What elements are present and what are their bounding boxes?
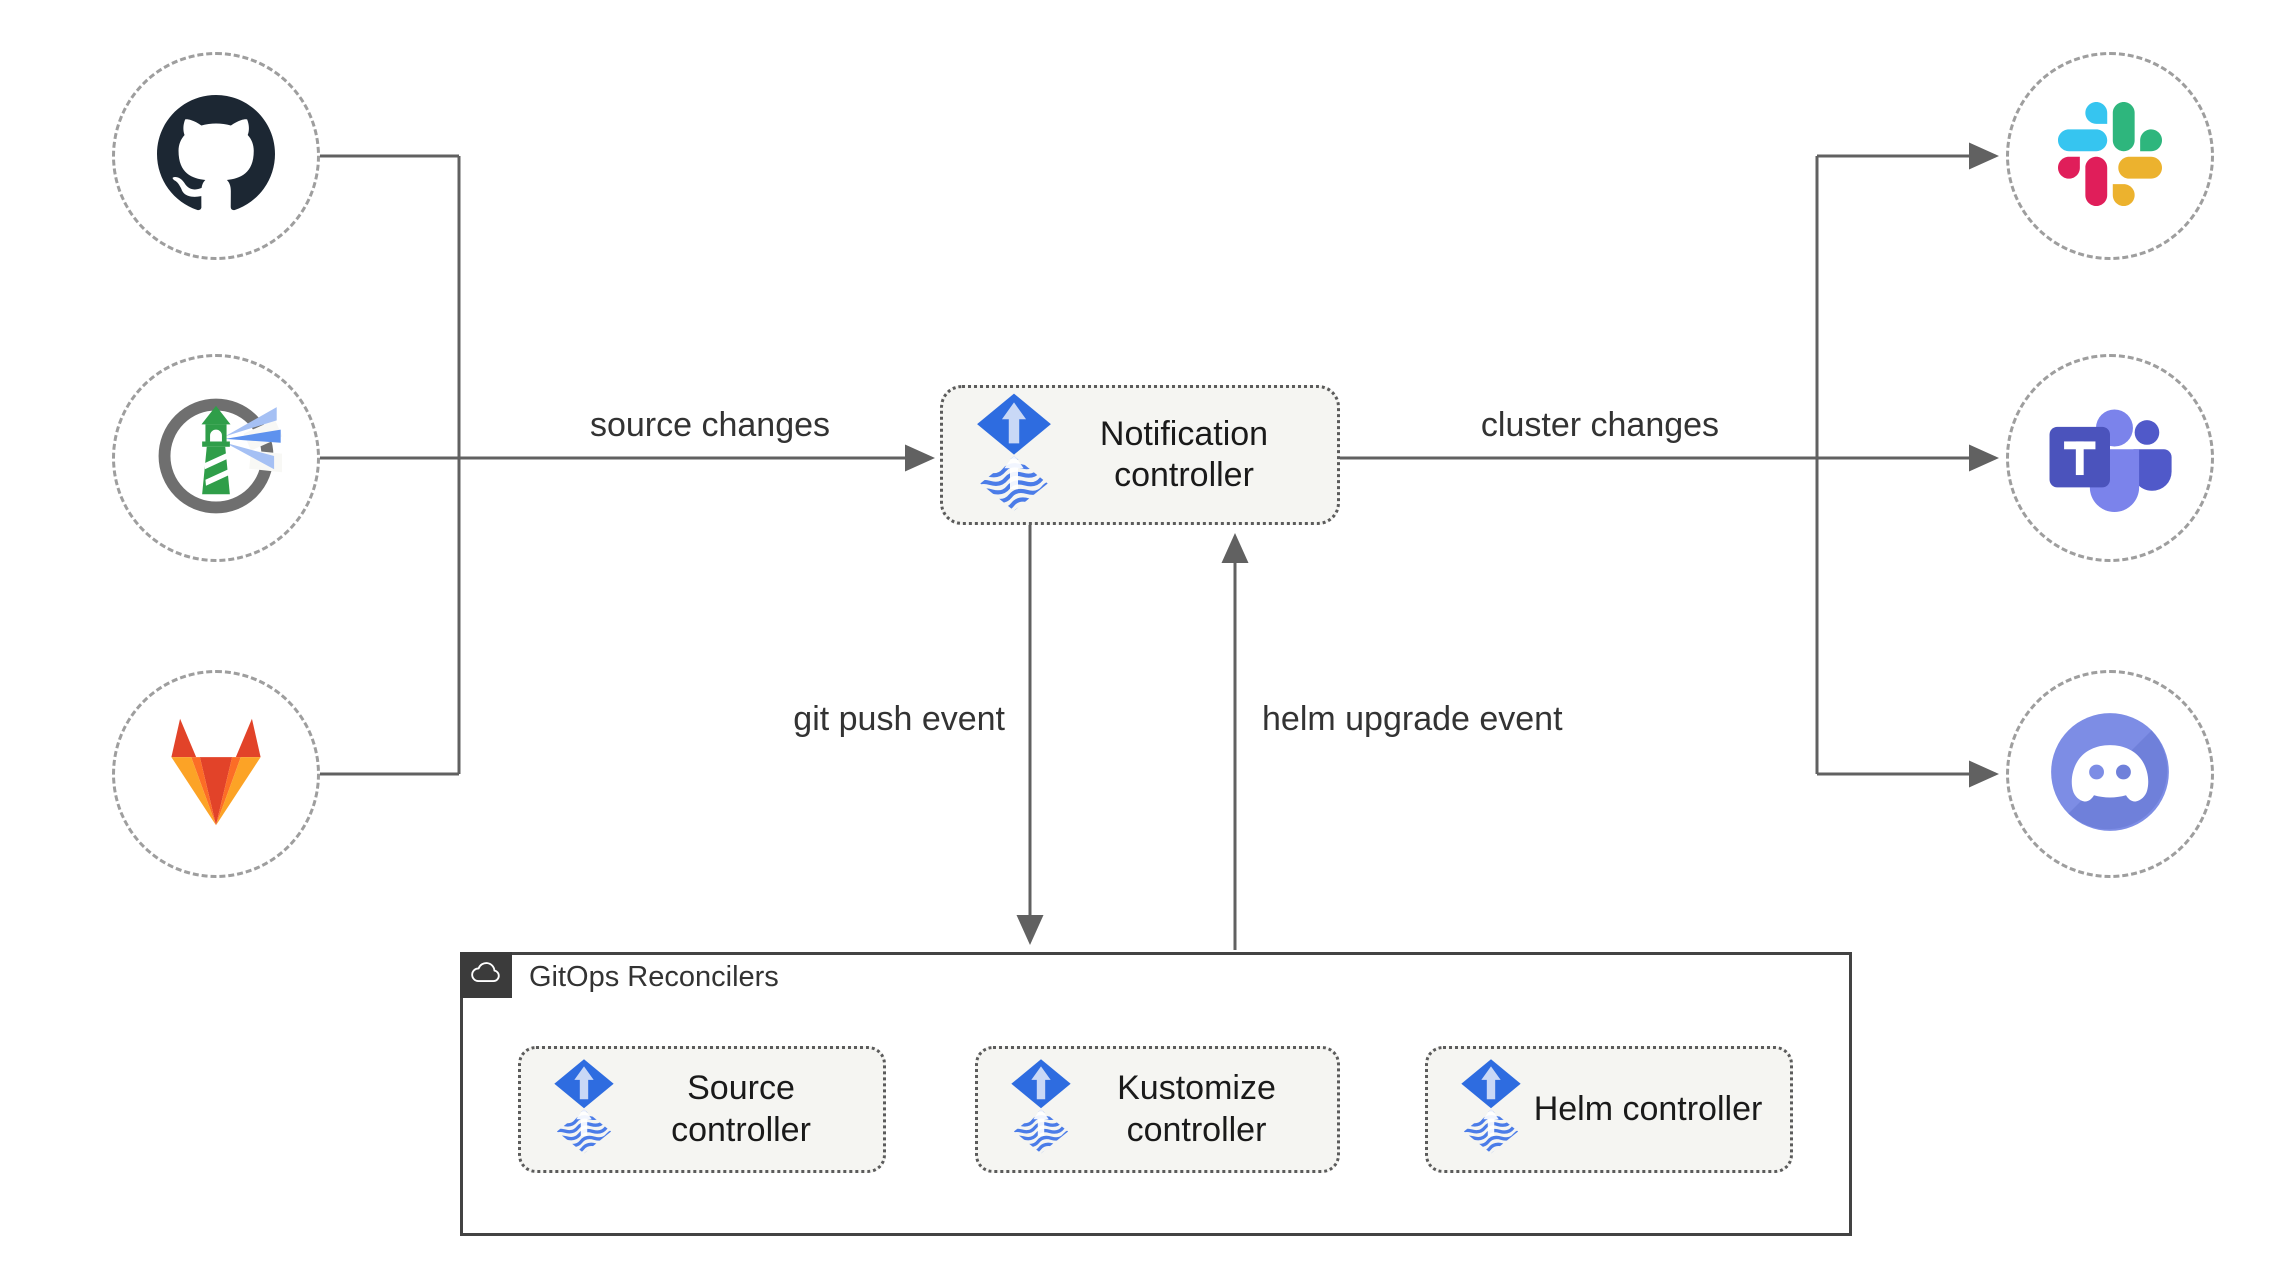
flux-icon <box>978 1058 1074 1161</box>
flux-icon <box>1428 1058 1524 1161</box>
source-controller-node: Source controller <box>518 1046 886 1173</box>
kustomize-controller-node: Kustomize controller <box>975 1046 1340 1173</box>
source-node-harbor <box>112 354 320 562</box>
edge-label-cluster-changes: cluster changes <box>1480 406 1720 444</box>
source-node-github <box>112 52 320 260</box>
source-node-gitlab <box>112 670 320 878</box>
edge-label-helm-upgrade-event: helm upgrade event <box>1262 700 1563 738</box>
github-icon <box>157 95 275 218</box>
helm-controller-node: Helm controller <box>1425 1046 1793 1173</box>
helm-controller-label: Helm controller <box>1533 1089 1763 1128</box>
flux-icon <box>943 392 1055 519</box>
gitlab-icon <box>154 715 278 834</box>
edge-label-source-changes: source changes <box>589 406 831 444</box>
alert-node-slack <box>2006 52 2214 260</box>
kustomize-controller-label: Kustomize controller <box>1117 1069 1276 1149</box>
notification-controller-label: Notification controller <box>1099 414 1269 494</box>
flux-icon <box>521 1058 617 1161</box>
discord-icon <box>2046 708 2174 841</box>
notification-controller-node: Notification controller <box>940 385 1340 525</box>
edge-label-git-push-event: git push event <box>793 700 1005 738</box>
cloud-icon <box>470 958 502 992</box>
gitops-reconcilers-title: GitOps Reconcilers <box>529 961 779 993</box>
teams-icon <box>2047 400 2173 517</box>
slack-icon <box>2058 102 2162 211</box>
harbor-icon <box>150 390 282 527</box>
alert-node-discord <box>2006 670 2214 878</box>
alert-node-teams <box>2006 354 2214 562</box>
gitops-reconcilers-header <box>460 952 512 998</box>
source-controller-label: Source controller <box>671 1069 811 1149</box>
